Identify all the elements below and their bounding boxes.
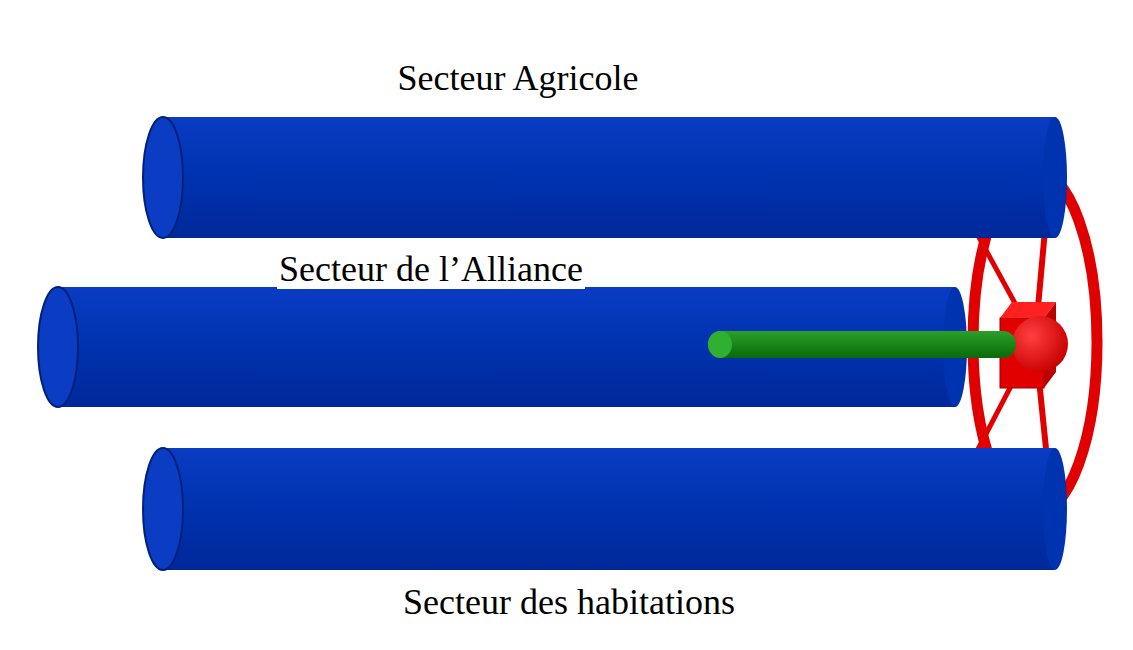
sector-label: Secteur de l’Alliance: [277, 249, 585, 289]
housing-cylinder: [143, 448, 1067, 570]
sector-label: Secteur Agricole: [396, 58, 641, 98]
green-rod: [708, 331, 1016, 358]
agriculture-cylinder: [143, 117, 1067, 238]
sector-label: Secteur des habitations: [401, 582, 737, 622]
